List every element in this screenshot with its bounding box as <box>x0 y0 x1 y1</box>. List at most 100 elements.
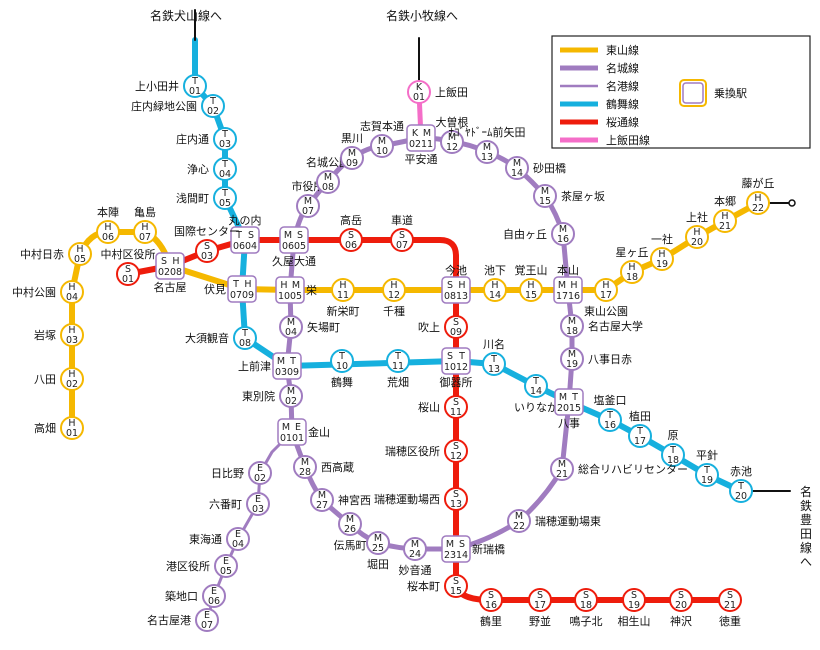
station-circle <box>729 479 753 503</box>
station-number: 11 <box>421 139 433 150</box>
station-code: M <box>448 132 456 143</box>
station-code: E <box>257 463 263 474</box>
station-circle <box>574 588 598 612</box>
station-circle <box>331 278 355 302</box>
station-name: 高畑 <box>34 421 56 435</box>
station-circle <box>482 352 506 376</box>
station-name: 亀島 <box>134 205 156 219</box>
station-number: 22 <box>752 203 764 214</box>
station-code: T <box>221 159 228 170</box>
station-code: H <box>68 418 75 429</box>
station-circle <box>116 262 140 286</box>
